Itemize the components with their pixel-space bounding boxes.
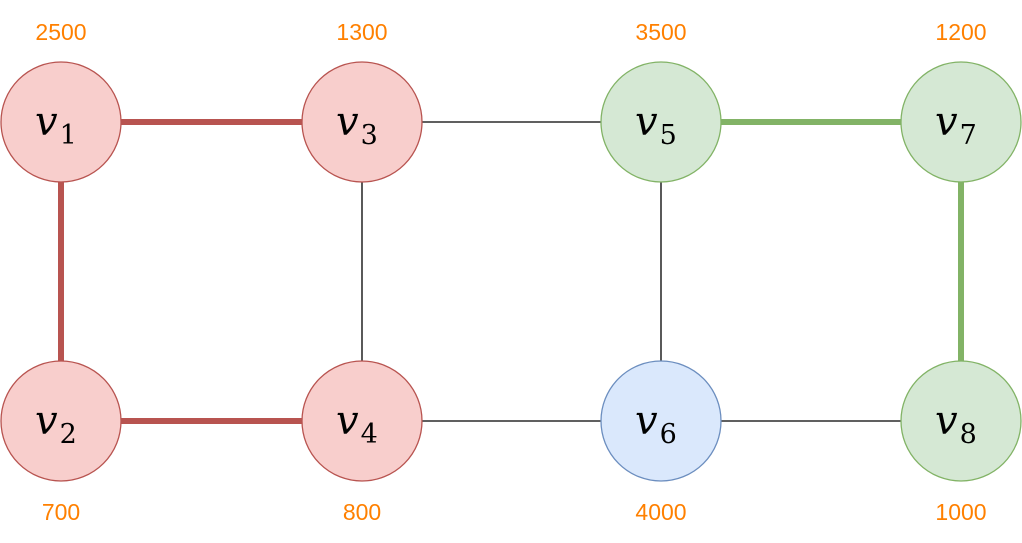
node-circle-v1	[0, 61, 122, 183]
node-circle-v2	[0, 360, 122, 482]
node-subscript-v2: 2	[60, 419, 77, 450]
node-v5: v5	[600, 61, 722, 183]
node-v7: v7	[900, 61, 1022, 183]
node-circle-v4	[301, 360, 423, 482]
node-name-v7: v	[935, 99, 958, 145]
node-v2: v2	[0, 360, 122, 482]
node-label-v8: v8	[935, 398, 977, 450]
node-subscript-v3: 3	[361, 120, 378, 151]
edges-layer	[58, 119, 964, 424]
node-circle-v8	[900, 360, 1022, 482]
node-name-v4: v	[336, 398, 359, 444]
node-label-v6: v6	[635, 398, 677, 450]
node-name-v1: v	[35, 99, 58, 145]
node-v6: v6	[600, 360, 722, 482]
weights-layer: 2500 700 1300 800 3500 4000 1200 1000	[35, 19, 986, 525]
node-label-v7: v7	[935, 99, 977, 151]
node-name-v5: v	[635, 99, 658, 145]
node-label-v1: v1	[35, 99, 77, 151]
node-v8: v8	[900, 360, 1022, 482]
node-label-v5: v5	[635, 99, 677, 151]
node-label-v4: v4	[336, 398, 378, 450]
weight-label-v4: 800	[343, 499, 381, 525]
node-name-v8: v	[935, 398, 958, 444]
node-name-v2: v	[35, 398, 58, 444]
node-name-v3: v	[336, 99, 359, 145]
weight-label-v8: 1000	[935, 499, 986, 525]
node-circle-v3	[301, 61, 423, 183]
weight-label-v3: 1300	[336, 19, 387, 45]
node-name-v6: v	[635, 398, 658, 444]
weight-label-v6: 4000	[635, 499, 686, 525]
node-circle-v7	[900, 61, 1022, 183]
node-subscript-v1: 1	[60, 120, 77, 151]
weight-label-v2: 700	[42, 499, 80, 525]
node-v1: v1	[0, 61, 122, 183]
weight-label-v7: 1200	[935, 19, 986, 45]
node-circle-v6	[600, 360, 722, 482]
node-label-v2: v2	[35, 398, 77, 450]
node-label-v3: v3	[336, 99, 378, 151]
node-subscript-v6: 6	[660, 419, 677, 450]
weight-label-v5: 3500	[635, 19, 686, 45]
weight-label-v1: 2500	[35, 19, 86, 45]
node-v3: v3	[301, 61, 423, 183]
node-subscript-v7: 7	[960, 120, 977, 151]
node-subscript-v5: 5	[660, 120, 677, 151]
node-circle-v5	[600, 61, 722, 183]
node-subscript-v4: 4	[361, 419, 378, 450]
node-subscript-v8: 8	[960, 419, 977, 450]
node-v4: v4	[301, 360, 423, 482]
